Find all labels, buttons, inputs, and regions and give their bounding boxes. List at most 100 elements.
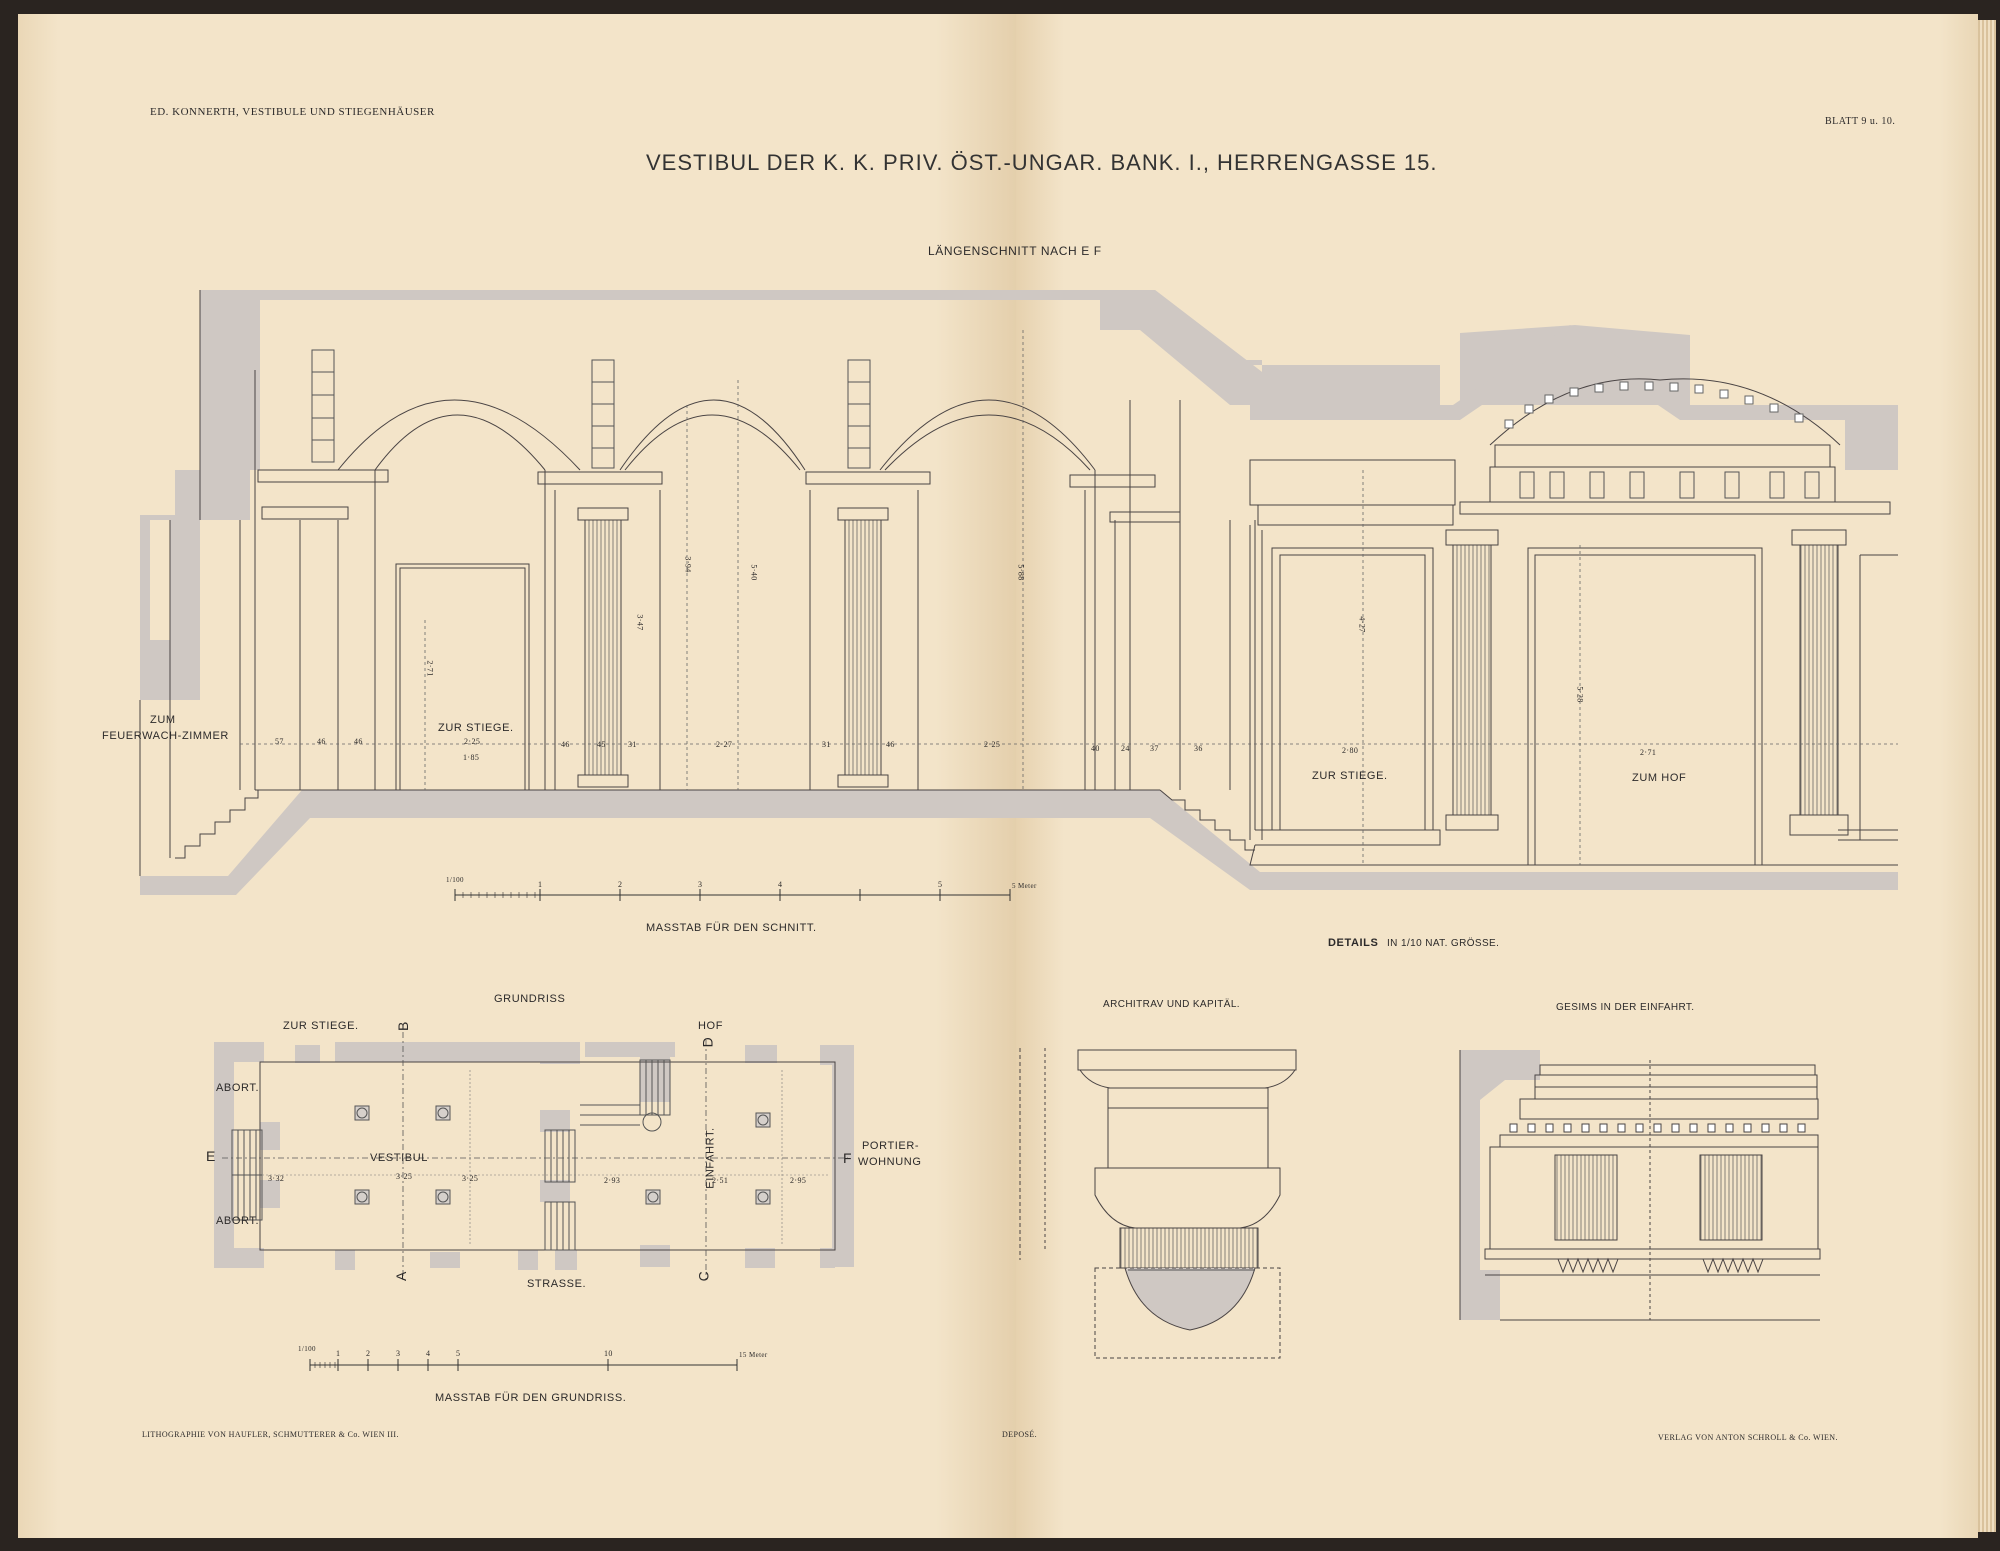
column-3 (1445, 529, 1499, 831)
plan-columns (354, 1105, 771, 1205)
column-1 (577, 507, 629, 788)
plan-label-portier: PORTIER- (862, 1140, 920, 1152)
footer-center: DEPOSÉ. (1002, 1430, 1038, 1439)
dim-text: 2·25 (984, 740, 1001, 749)
section-dimension-line (240, 330, 1898, 865)
plan-label-f: F (843, 1150, 853, 1166)
dim-text: 3·25 (462, 1174, 479, 1183)
header-right: BLATT 9 u. 10. (1825, 116, 1896, 127)
dim-text: 2·25 (464, 737, 481, 746)
plan-stairs-hof (580, 1059, 671, 1132)
dim-text: 46 (354, 737, 363, 746)
stairs-left (175, 790, 259, 859)
dim-text: 3·47 (635, 614, 645, 631)
section-title: LÄNGENSCHNITT NACH E F (928, 244, 1102, 258)
dim-text: 5·40 (749, 564, 759, 581)
arch-3 (879, 399, 1096, 471)
dim-text: 2·93 (604, 1176, 621, 1185)
scale-tick-label: 3 (396, 1349, 401, 1358)
triglyph-2 (1699, 1154, 1763, 1241)
dim-text: 2·51 (712, 1176, 729, 1185)
section-scale-caption: MASSTAB FÜR DEN SCHNITT. (646, 922, 817, 934)
column-4 (1789, 529, 1849, 836)
left-page (18, 14, 1016, 1538)
triglyph-1 (1554, 1154, 1618, 1241)
dim-text: 46 (317, 737, 326, 746)
plan-label-abort-bottom: ABORT. (216, 1215, 260, 1227)
dim-text: 5·88 (1016, 564, 1026, 581)
dim-text: 40 (1091, 744, 1100, 753)
dim-text: 57 (275, 737, 284, 746)
dim-text: 4·27 (1357, 616, 1367, 633)
label-zur-stiege-section-left: ZUR STIEGE. (438, 722, 514, 734)
label-zum-hof: ZUM HOF (1632, 772, 1687, 784)
scale-tick-label: 3 (698, 880, 703, 889)
dim-text: 45 (597, 740, 606, 749)
scale-tick-label: 2 (618, 880, 623, 889)
dim-text: 3·94 (683, 556, 693, 573)
plan-walls (214, 1042, 854, 1270)
doorway-zum-hof (1534, 554, 1756, 866)
label-zur-stiege-section-right: ZUR STIEGE. (1312, 770, 1388, 782)
scale-tick-label: 1 (336, 1349, 341, 1358)
dim-text: 2·27 (716, 740, 733, 749)
plan-scale-caption: MASSTAB FÜR DEN GRUNDRISS. (435, 1392, 627, 1404)
dim-text: 46 (561, 740, 570, 749)
doorway-zur-stiege-right (1279, 554, 1426, 831)
label-zum: ZUM (150, 714, 176, 726)
detail-architrav-kapitel (1019, 1048, 1297, 1359)
dim-text: 3·25 (396, 1172, 413, 1181)
details-caption-scale: IN 1/10 NAT. GRÖSSE. (1387, 938, 1500, 949)
plan-scale-bar (309, 1359, 738, 1371)
plan-stairs-left (231, 1129, 263, 1221)
column-2 (837, 507, 889, 788)
detail-gesims (1459, 1050, 1821, 1321)
scale-tick-label: 4 (426, 1349, 431, 1358)
plan-label-b: B (394, 1021, 411, 1031)
page-stack-edge (1978, 20, 1996, 1532)
plan-label-e: E (206, 1148, 216, 1164)
longitudinal-section (139, 290, 1898, 895)
dim-text: 2·71 (425, 660, 435, 677)
label-feuerwach-zimmer: FEUERWACH-ZIMMER (102, 730, 229, 742)
dim-text: 31 (628, 740, 637, 749)
header-left: ED. KONNERTH, VESTIBULE UND STIEGENHÄUSE… (150, 106, 435, 118)
plan-label-abort-top: ABORT. (216, 1082, 260, 1094)
scale-tick-label: 5 (456, 1349, 461, 1358)
architrav-title: ARCHITRAV UND KAPITÄL. (1103, 999, 1240, 1010)
pier-blocks (311, 349, 871, 469)
arch-1 (337, 399, 581, 471)
scale-tick-label: 5 (938, 880, 943, 889)
dim-text: 46 (886, 740, 895, 749)
dim-text: 2·80 (1342, 746, 1359, 755)
scale-tick-label: 2 (366, 1349, 371, 1358)
dim-text: 3·32 (268, 1174, 285, 1183)
plan-title: GRUNDRISS (494, 993, 566, 1005)
scale-unit-label: 15 Meter (739, 1351, 768, 1359)
scale-unit-label: 5 Meter (1012, 882, 1037, 890)
dim-text: 37 (1150, 744, 1159, 753)
scale-start-label: 1/100 (446, 876, 464, 884)
plan-stairs-middle (544, 1129, 576, 1251)
plate-title: VESTIBUL DER K. K. PRIV. ÖST.-UNGAR. BAN… (646, 150, 1438, 175)
dim-text: 31 (822, 740, 831, 749)
plan-label-wohnung: WOHNUNG (858, 1156, 922, 1168)
details-caption: DETAILS (1328, 937, 1379, 949)
dim-text: 5·28 (1575, 686, 1585, 703)
dim-text: 36 (1194, 744, 1203, 753)
dim-text: 1·85 (463, 753, 480, 762)
scale-tick-label: 4 (778, 880, 783, 889)
dim-text: 2·95 (790, 1176, 807, 1185)
footer-left: LITHOGRAPHIE VON HAUFLER, SCHMUTTERER & … (142, 1430, 399, 1439)
scale-tick-label: 1 (538, 880, 543, 889)
dim-text: 2·71 (1640, 748, 1657, 757)
scale-start-label: 1/100 (298, 1345, 316, 1353)
gesims-title: GESIMS IN DER EINFAHRT. (1556, 1002, 1695, 1013)
plan-label-vestibul: VESTIBUL (370, 1152, 428, 1164)
plan-label-d: D (699, 1036, 716, 1048)
plan-label-a: A (392, 1271, 409, 1281)
plan-label-c: C (695, 1270, 712, 1282)
plan-label-hof: HOF (698, 1020, 724, 1032)
